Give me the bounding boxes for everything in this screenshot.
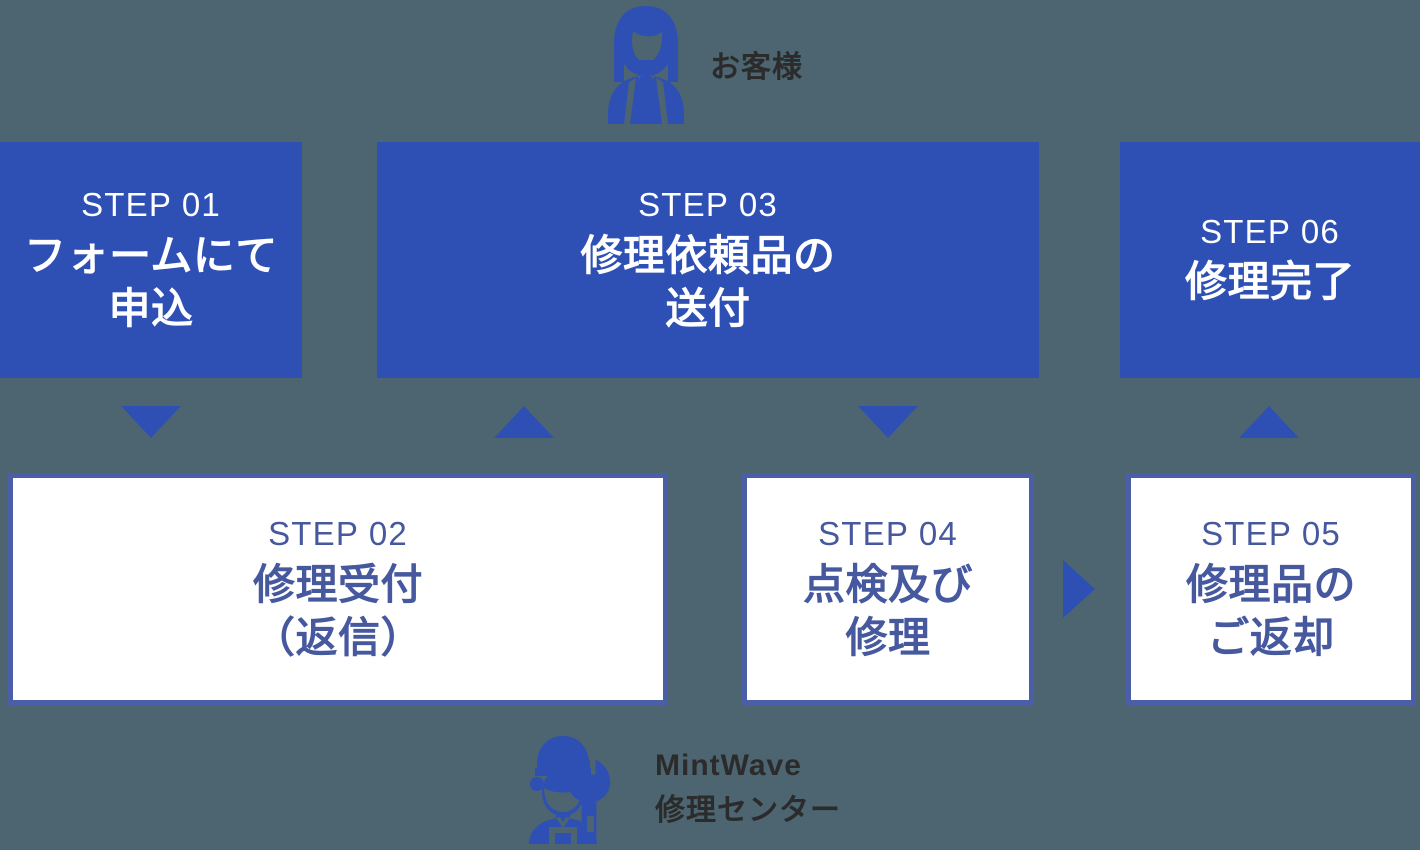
technician-wrench-icon xyxy=(525,732,633,844)
step-box-step03[interactable]: STEP 03 修理依頼品の 送付 xyxy=(377,142,1039,378)
step-title-line2: 修理 xyxy=(845,613,931,661)
step-title: 点検及び 修理 xyxy=(803,559,973,665)
step-title-line1: 修理依頼品の xyxy=(580,231,836,279)
actor-customer: お客様 xyxy=(600,0,930,128)
arrow-down-step01-to-step02 xyxy=(121,406,181,438)
step-number: STEP 02 xyxy=(268,515,408,553)
step-number: STEP 04 xyxy=(818,515,958,553)
step-title-line2: 送付 xyxy=(665,284,751,332)
arrow-up-step02-to-step03 xyxy=(494,406,554,438)
step-box-step06[interactable]: STEP 06 修理完了 xyxy=(1120,142,1420,378)
step-box-step05[interactable]: STEP 05 修理品の ご返却 xyxy=(1126,473,1416,705)
step-title: 修理完了 xyxy=(1185,256,1355,309)
step-title-line1: 点検及び xyxy=(802,560,973,608)
arrow-up-step05-to-step06 xyxy=(1239,406,1299,438)
step-title-line1: 修理品の xyxy=(1185,560,1356,608)
step-title: フォームにて 申込 xyxy=(24,230,278,336)
service-center-name: MintWave xyxy=(655,748,802,782)
step-box-step04[interactable]: STEP 04 点検及び 修理 xyxy=(742,473,1034,705)
step-title-line2: 申込 xyxy=(108,284,194,332)
step-number: STEP 05 xyxy=(1201,515,1341,553)
actor-customer-label: お客様 xyxy=(710,51,803,84)
service-center-sub: 修理センター xyxy=(655,793,841,827)
step-title: 修理依頼品の 送付 xyxy=(580,230,835,336)
step-title-line1: フォームにて xyxy=(24,231,278,279)
actor-service-center: MintWave 修理センター xyxy=(525,725,945,850)
actor-service-center-label: MintWave 修理センター xyxy=(655,743,841,833)
arrow-down-step03-to-step04 xyxy=(858,406,918,438)
step-title: 修理受付 （返信） xyxy=(253,559,423,665)
step-title-line2: ご返却 xyxy=(1207,613,1335,661)
step-number: STEP 06 xyxy=(1200,212,1340,250)
step-title: 修理品の ご返却 xyxy=(1186,559,1356,665)
customer-person-icon xyxy=(600,4,692,124)
step-title-line1: 修理完了 xyxy=(1184,258,1355,306)
step-box-step01[interactable]: STEP 01 フォームにて 申込 xyxy=(0,142,302,378)
step-number: STEP 01 xyxy=(81,186,221,224)
step-number: STEP 03 xyxy=(638,186,778,224)
step-box-step02[interactable]: STEP 02 修理受付 （返信） xyxy=(8,473,668,705)
step-title-line1: 修理受付 xyxy=(252,560,423,608)
arrow-right-step04-to-step05 xyxy=(1063,560,1095,618)
step-title-line2: （返信） xyxy=(252,613,423,661)
